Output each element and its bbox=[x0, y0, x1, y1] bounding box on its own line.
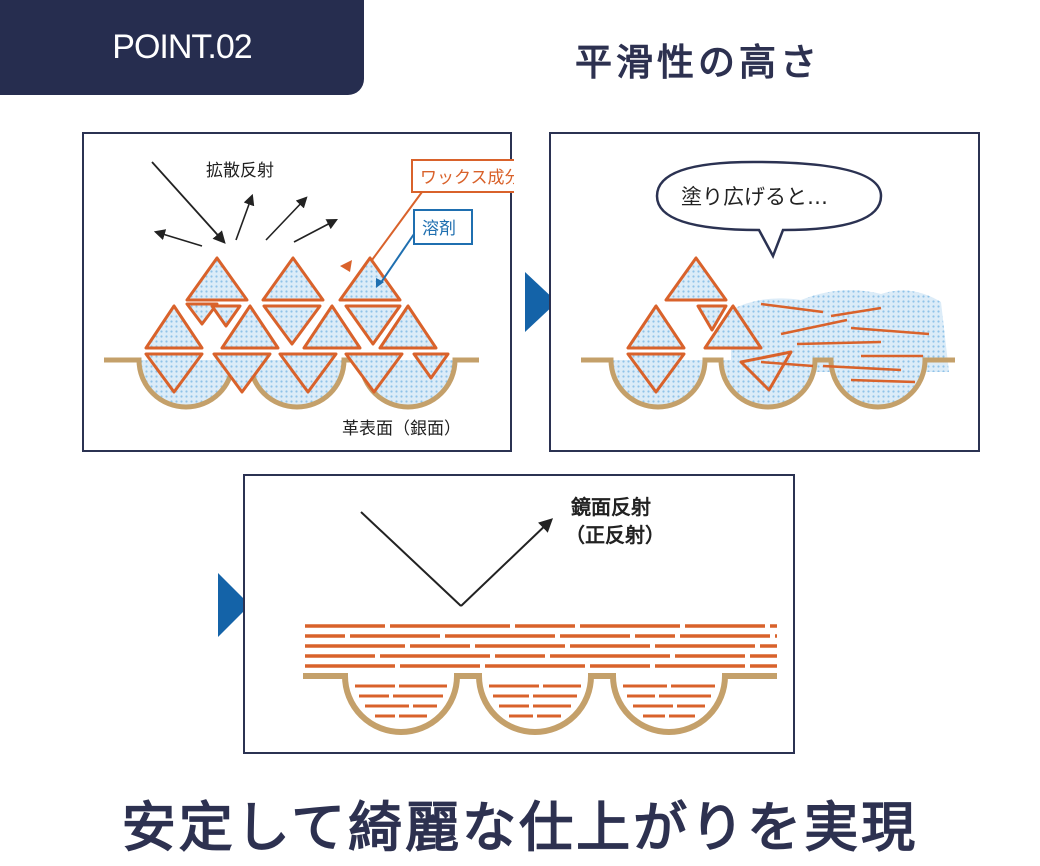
wax-label: ワックス成分 bbox=[420, 168, 514, 188]
filled-groove-layers bbox=[355, 684, 715, 718]
reflection-label-2: （正反射） bbox=[565, 523, 665, 547]
diagram-panel-specular: 鏡面反射 （正反射） bbox=[243, 474, 795, 754]
leather-surface-3 bbox=[303, 673, 777, 735]
point-tab: POINT.02 bbox=[0, 0, 364, 95]
diffuse-rays bbox=[153, 193, 338, 247]
reflection-label-1: 鏡面反射 bbox=[571, 495, 651, 519]
wax-label-box bbox=[411, 159, 514, 193]
wax-layers bbox=[305, 624, 777, 668]
bubble-text: 塗り広げると… bbox=[681, 185, 828, 209]
point-label: POINT.02 bbox=[112, 28, 252, 66]
solvent-label: 溶剤 bbox=[422, 219, 456, 239]
diagram-panel-diffuse: 拡散反射 ワックス成分 溶剤 革表面（銀面） bbox=[82, 132, 514, 452]
diffuse-label: 拡散反射 bbox=[206, 161, 274, 181]
next-arrow-1 bbox=[525, 272, 557, 332]
speech-bubble: 塗り広げると… bbox=[655, 160, 883, 259]
next-arrow-2 bbox=[218, 573, 250, 637]
solvent-smear bbox=[731, 290, 949, 372]
page-title: 平滑性の高さ bbox=[575, 41, 821, 84]
tagline: 安定して綺麗な仕上がりを実現 bbox=[121, 796, 919, 859]
specular-diagram: 鏡面反射 （正反射） bbox=[303, 495, 777, 735]
diffuse-diagram: 拡散反射 ワックス成分 溶剤 革表面（銀面） bbox=[104, 159, 514, 439]
spreading-diagram: 塗り広げると… bbox=[581, 160, 955, 410]
particles-2 bbox=[626, 256, 793, 394]
particles bbox=[144, 256, 450, 394]
wax-strands bbox=[760, 302, 930, 384]
diagram-panel-spreading: 塗り広げると… bbox=[549, 132, 980, 452]
solvent-label-box bbox=[413, 209, 473, 245]
surface-label: 革表面（銀面） bbox=[342, 419, 461, 439]
